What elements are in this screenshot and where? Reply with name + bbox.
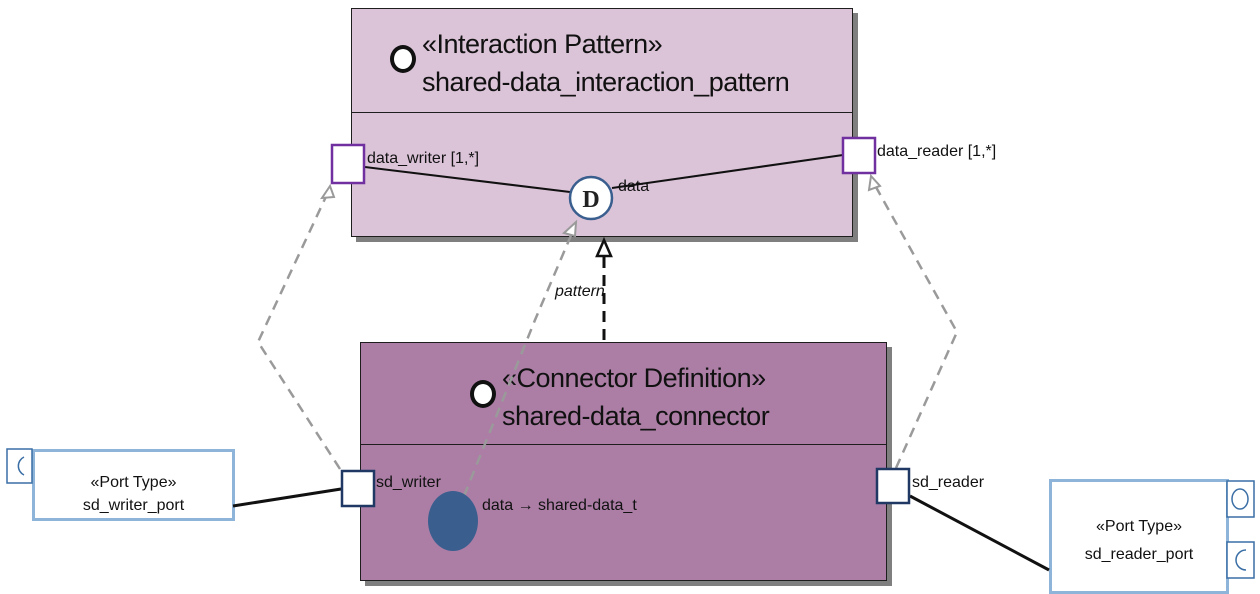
interaction-pattern-divider xyxy=(352,112,852,113)
port-type-sd-writer[interactable]: «Port Type» sd_writer_port xyxy=(32,449,235,521)
sd-reader-port-label: sd_reader xyxy=(912,474,985,491)
connector-data-label: data → shared-data_t xyxy=(482,497,637,514)
reader-dependency-arrowhead xyxy=(867,173,882,192)
data-node-label: data xyxy=(618,178,650,195)
reader-port-type-link xyxy=(909,494,1050,572)
circle-glyph xyxy=(1231,488,1249,510)
port-type-reader-name: sd_reader_port xyxy=(1084,546,1194,563)
connector-data-circle[interactable] xyxy=(428,491,478,551)
pattern-label: pattern xyxy=(555,283,605,300)
class-circle-icon xyxy=(470,380,496,408)
data-d-glyph: D xyxy=(582,187,599,213)
port-data-writer[interactable] xyxy=(330,143,366,185)
half-circle-glyph xyxy=(1235,549,1247,571)
port-type-reader-stereotype: «Port Type» xyxy=(1096,518,1182,535)
port-type-writer-name: sd_writer_port xyxy=(82,497,185,514)
port-type-sd-reader[interactable]: «Port Type» sd_reader_port xyxy=(1049,479,1229,594)
interaction-pattern-stereotype: «Interaction Pattern» xyxy=(422,29,663,59)
port-sd-reader[interactable] xyxy=(875,467,911,505)
port-type-half-circle-icon xyxy=(6,448,33,484)
data-writer-port-label: data_writer [1,*] xyxy=(367,150,480,167)
writer-port-type-link xyxy=(232,487,342,508)
writer-data-link xyxy=(364,166,571,193)
data-dependency-arrowhead xyxy=(561,219,578,238)
connector-definition-name: shared-data_connector xyxy=(502,401,770,431)
port-sd-writer[interactable] xyxy=(340,469,376,508)
writer-dependency-arrowhead xyxy=(320,183,336,200)
connector-definition-stereotype: «Connector Definition» xyxy=(502,363,766,393)
sd-writer-port-label: sd_writer xyxy=(376,474,441,491)
connector-definition-divider xyxy=(361,444,886,445)
half-circle-glyph xyxy=(17,456,25,476)
reader-dependency xyxy=(870,179,959,469)
pattern-dependency-arrowhead xyxy=(595,236,613,258)
interaction-pattern-name: shared-data_interaction_pattern xyxy=(422,67,790,97)
port-type-half-circle-icon xyxy=(1226,541,1255,579)
port-type-circle-icon xyxy=(1226,480,1255,518)
port-type-writer-stereotype: «Port Type» xyxy=(90,474,177,491)
class-circle-icon xyxy=(390,45,416,73)
reader-data-link xyxy=(611,154,844,189)
data-dependency xyxy=(462,225,577,497)
data-d-icon[interactable] xyxy=(568,175,614,221)
interaction-pattern-block[interactable]: «Interaction Pattern» shared-data_intera… xyxy=(351,8,853,237)
data-reader-port-label: data_reader [1,*] xyxy=(877,143,997,160)
port-data-reader[interactable] xyxy=(841,136,877,175)
writer-dependency xyxy=(256,187,342,470)
